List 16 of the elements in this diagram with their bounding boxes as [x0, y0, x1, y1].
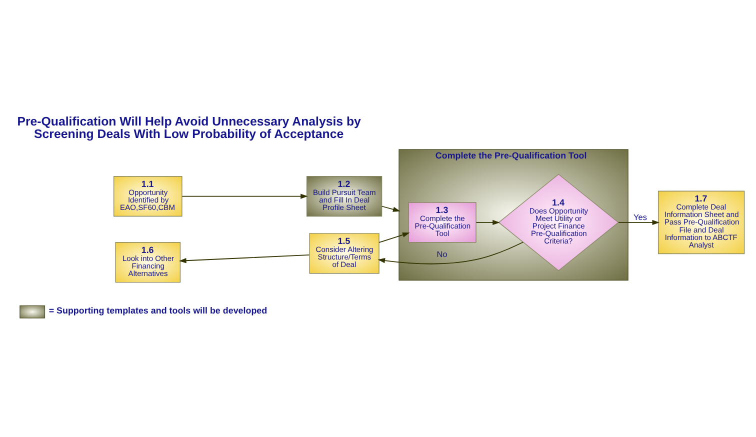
arrow — [378, 241, 524, 264]
node-box: 1.6 Look into Other Financing Alternatives — [115, 242, 181, 282]
node-box: 1.3 Complete the Pre-Qualification Tool — [408, 202, 476, 242]
legend-label: = Supporting templates and tools will be developed — [48, 305, 268, 316]
arrow — [179, 254, 310, 263]
node-diamond: 1.4 Does Opportunity Meet Utility or Project Finance Pre-Qualification Criteria? — [498, 173, 619, 271]
node-box: 1.5 Consider Altering Structure/Terms of Deal — [309, 232, 380, 274]
node-box: 1.2 Build Pursuit Team and Fill In Deal Profile Sheet — [306, 176, 382, 216]
arrow — [618, 219, 660, 224]
node-box: 1.1 Opportunity Identified by EAO,SF60,CBM — [114, 176, 182, 216]
arrow — [381, 205, 400, 212]
arrow — [182, 193, 308, 198]
arrow — [476, 219, 500, 224]
arrow — [378, 232, 410, 242]
node-box: 1.7 Complete Deal Information Sheet and Pass Pre-Qualification File and Deal Information to ABCTF Analyst — [658, 190, 745, 254]
diagram-title: Pre-Qualification Will Help Avoid Unnecessary Analysis by Screening Deals With Low Probability of Acceptance — [17, 114, 361, 141]
